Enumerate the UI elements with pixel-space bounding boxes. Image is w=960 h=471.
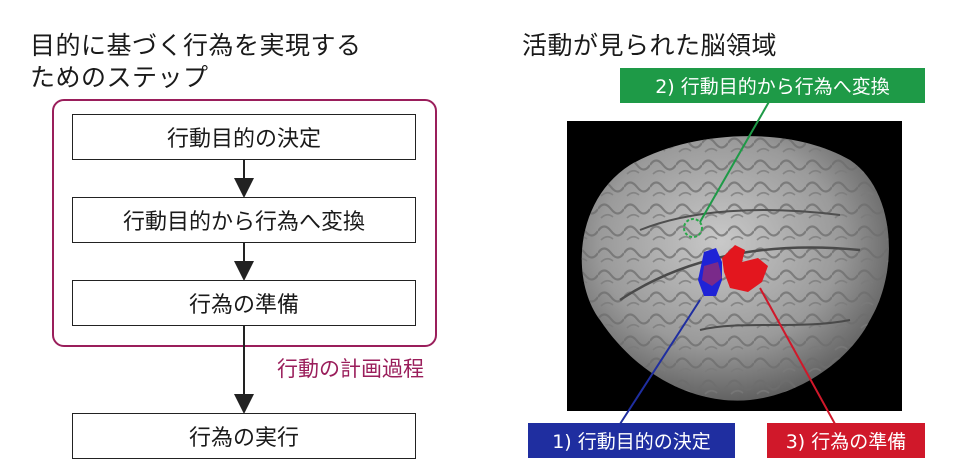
label-red: 3) 行為の準備 [767,423,925,458]
label-blue: 1) 行動目的の決定 [528,423,735,458]
brain-image [567,121,902,411]
right-title: 活動が見られた脳領域 [522,30,777,62]
label-green: 2) 行動目的から行為へ変換 [620,68,925,103]
